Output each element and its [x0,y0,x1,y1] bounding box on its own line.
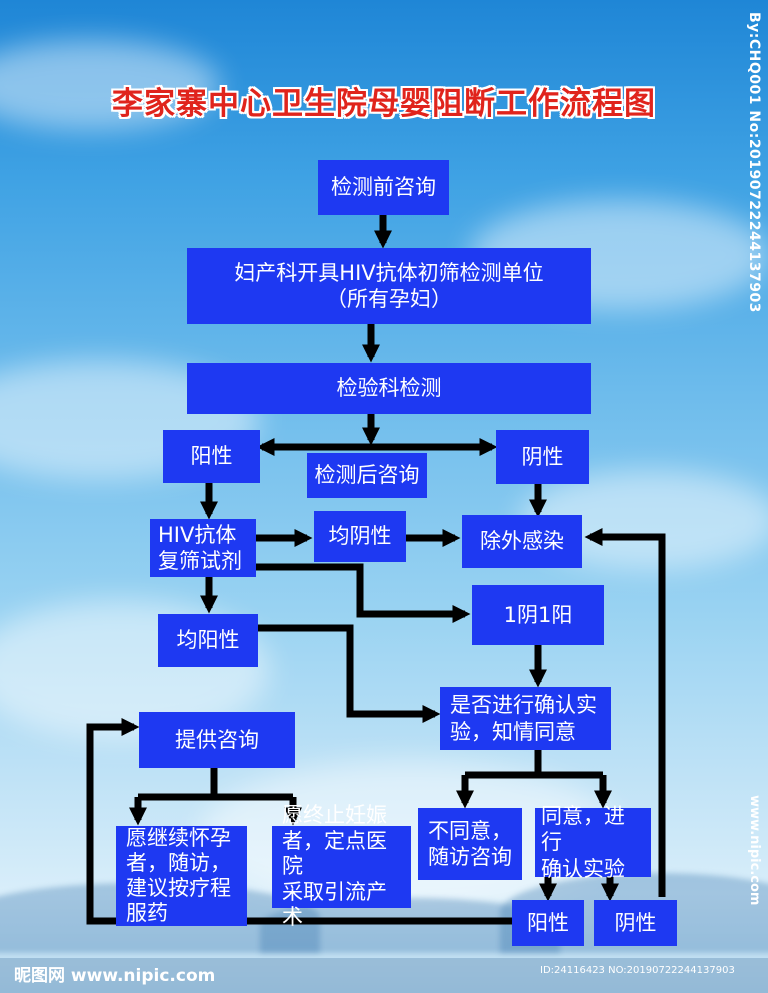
node-positive-confirmed: 阳性 [512,900,584,946]
node-negative-confirmed: 阴性 [594,900,677,946]
node-obgyn-screening-order: 妇产科开具HIV抗体初筛检测单位 （所有孕妇） [187,248,591,324]
node-exclude-infection: 除外感染 [462,515,582,568]
node-terminate-pregnancy: 愿终止妊娠 者，定点医院 采取引流产术 [272,803,411,929]
cloud-decoration [0,40,220,130]
node-agree: 同意，进行 确认实验 [535,804,651,881]
arrow-negative2-to-exclude [584,527,666,897]
node-both-negative: 均阴性 [314,511,406,562]
node-disagree: 不同意， 随访咨询 [418,808,522,880]
node-provide-counseling: 提供咨询 [139,712,295,768]
watermark-bar [0,958,768,993]
watermark-logo: 昵图网 www.nipic.com [14,966,216,986]
watermark-side-id: By:CHQ001 No:20190722244137903 [746,12,762,313]
node-positive-initial: 阳性 [163,430,260,483]
node-both-positive: 均阳性 [158,614,258,667]
arrow-confirm-split [465,750,603,779]
page-title: 李家寨中心卫生院母婴阻断工作流程图 [112,86,656,122]
arrow-positive2-to-counsel [86,717,512,925]
arrow-counsel-split [138,768,293,801]
node-pre-test-counseling: 检测前咨询 [318,160,449,215]
watermark-side-site: www.nipic.com [747,795,762,906]
node-confirm-consent: 是否进行确认实 验，知情同意 [440,687,611,750]
node-negative-initial: 阴性 [496,430,589,484]
arrow-bothpos-to-confirm [258,624,441,724]
arrow-recheck-to-onepos [256,563,471,624]
node-lab-test: 检验科检测 [187,363,591,414]
node-continue-pregnancy: 愿继续怀孕 者，随访， 建议按疗程 服药 [116,826,247,926]
node-one-neg-one-pos: 1阴1阳 [472,585,604,645]
node-hiv-recheck: HIV抗体 复筛试剂 [150,519,256,577]
node-post-test-counseling: 检测后咨询 [307,453,427,498]
watermark-bottom-id: ID:24116423 NO:20190722244137903 [540,965,735,976]
